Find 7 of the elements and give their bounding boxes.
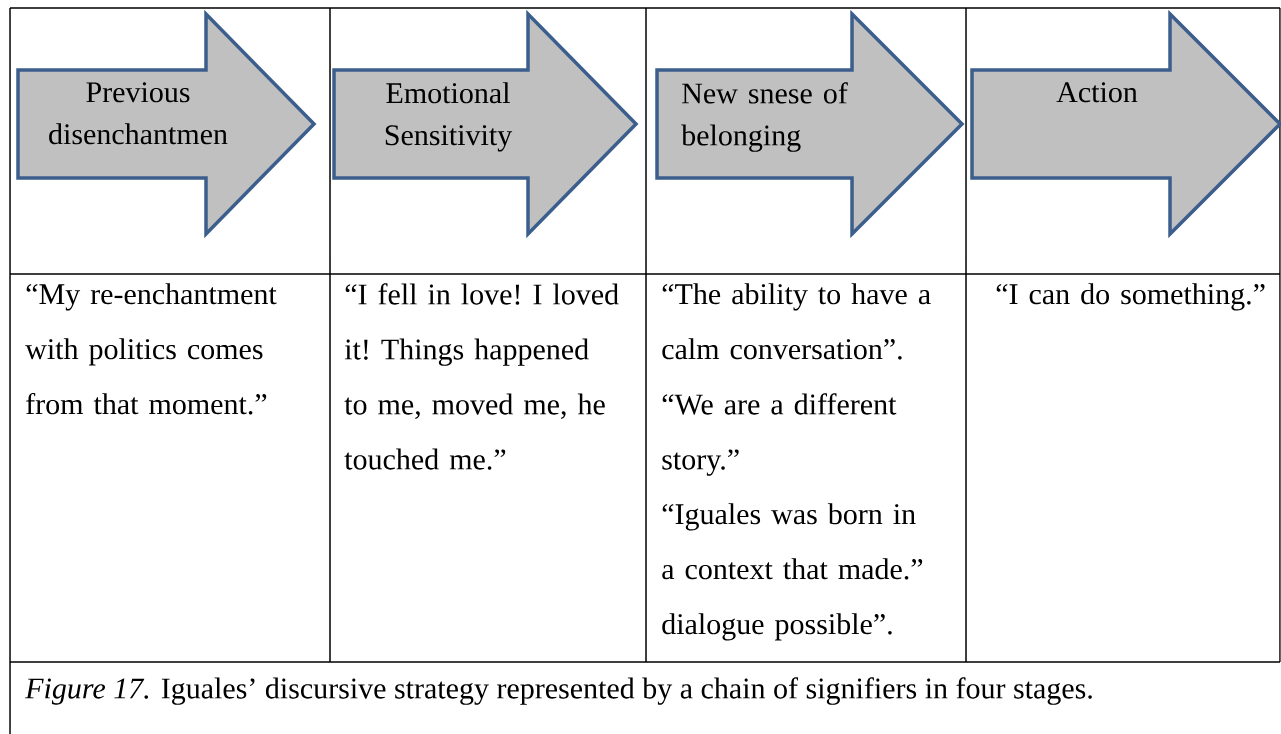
quote-text: “I can do something.” [996,283,1265,311]
quote-text: “Iguales was born in a context that made.” dialogue possible”. [662,503,923,641]
quote-text: “We are a different story.” [662,393,897,476]
quote-text: “My re-enchantment with politics comes from that moment.” [25,283,277,415]
quote-text: “The ability to have a calm conversation”. [662,283,931,360]
figure-caption: Figure 17. Iguales’ discursive strategy represented by a chain of signifiers in four stages. [25,677,1092,705]
quote-text: “I fell in love! I loved it! Things happened to me, moved me, he touched me.” [344,283,619,470]
